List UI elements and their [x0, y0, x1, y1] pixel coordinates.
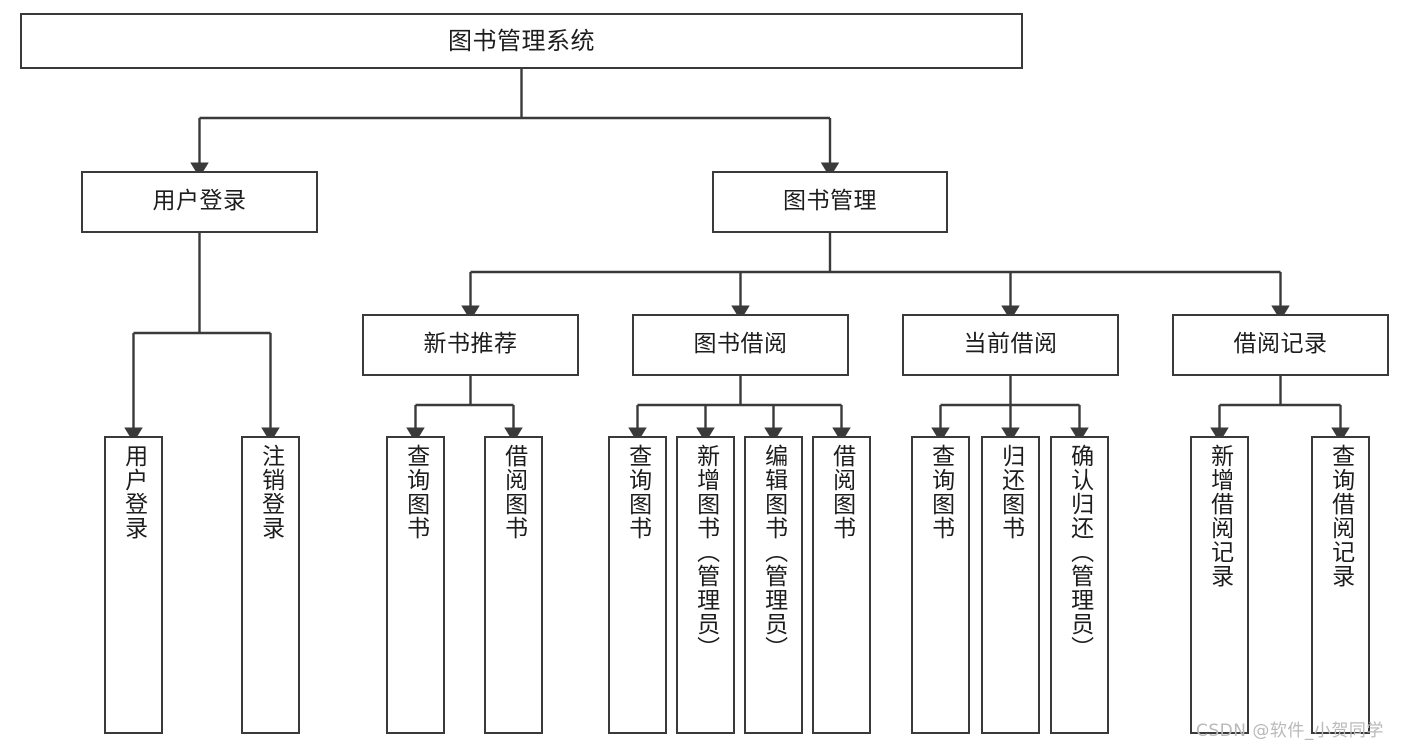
leaf-query-book-recommend[interactable]: 查询图书 — [386, 436, 445, 734]
leaf-edit-book-admin[interactable]: 编辑图书（管理员） — [744, 436, 803, 734]
leaf-user-login[interactable]: 用户登录 — [104, 436, 163, 734]
node-book-management[interactable]: 图书管理 — [712, 171, 948, 233]
leaf-query-borrow-record[interactable]: 查询借阅记录 — [1311, 436, 1370, 734]
node-label: 图书管理 — [783, 188, 877, 215]
leaf-return-book[interactable]: 归还图书 — [981, 436, 1040, 734]
leaf-add-borrow-record[interactable]: 新增借阅记录 — [1190, 436, 1249, 734]
node-label: 用户登录 — [152, 188, 247, 215]
csdn-watermark: CSDN @软件_小贺同学 — [1196, 721, 1384, 741]
node-root-system[interactable]: 图书管理系统 — [20, 13, 1023, 69]
node-label: 用户登录 — [120, 444, 147, 540]
node-label: 查询借阅记录 — [1327, 444, 1354, 588]
node-label: 借阅图书 — [828, 444, 855, 540]
node-label: 新增借阅记录 — [1206, 444, 1233, 588]
leaf-query-book[interactable]: 查询图书 — [608, 436, 667, 734]
node-label: 查询图书 — [927, 444, 954, 540]
node-label: 确认归还（管理员） — [1066, 444, 1093, 660]
node-label: 借阅记录 — [1233, 331, 1328, 358]
leaf-query-book-current[interactable]: 查询图书 — [911, 436, 970, 734]
connector-lines — [124, 69, 1350, 443]
leaf-confirm-return-admin[interactable]: 确认归还（管理员） — [1050, 436, 1109, 734]
node-label: 查询图书 — [402, 444, 429, 540]
leaf-add-book-admin[interactable]: 新增图书（管理员） — [676, 436, 735, 734]
node-current-borrow[interactable]: 当前借阅 — [902, 314, 1119, 376]
node-label: 新书推荐 — [423, 331, 518, 358]
leaf-logout[interactable]: 注销登录 — [241, 436, 300, 734]
node-borrow-record[interactable]: 借阅记录 — [1172, 314, 1389, 376]
node-label: 注销登录 — [257, 444, 284, 540]
node-book-borrow[interactable]: 图书借阅 — [632, 314, 849, 376]
node-label: 查询图书 — [624, 444, 651, 540]
node-new-book-recommendation[interactable]: 新书推荐 — [362, 314, 579, 376]
leaf-borrow-book-recommend[interactable]: 借阅图书 — [484, 436, 543, 734]
leaf-borrow-book[interactable]: 借阅图书 — [812, 436, 871, 734]
node-label: 归还图书 — [997, 444, 1024, 540]
node-label: 当前借阅 — [963, 331, 1058, 358]
node-label: 图书管理系统 — [448, 26, 595, 55]
node-label: 新增图书（管理员） — [692, 444, 719, 660]
node-user-login[interactable]: 用户登录 — [81, 171, 318, 233]
node-label: 图书借阅 — [693, 331, 788, 358]
node-label: 借阅图书 — [500, 444, 527, 540]
node-label: 编辑图书（管理员） — [760, 444, 787, 660]
